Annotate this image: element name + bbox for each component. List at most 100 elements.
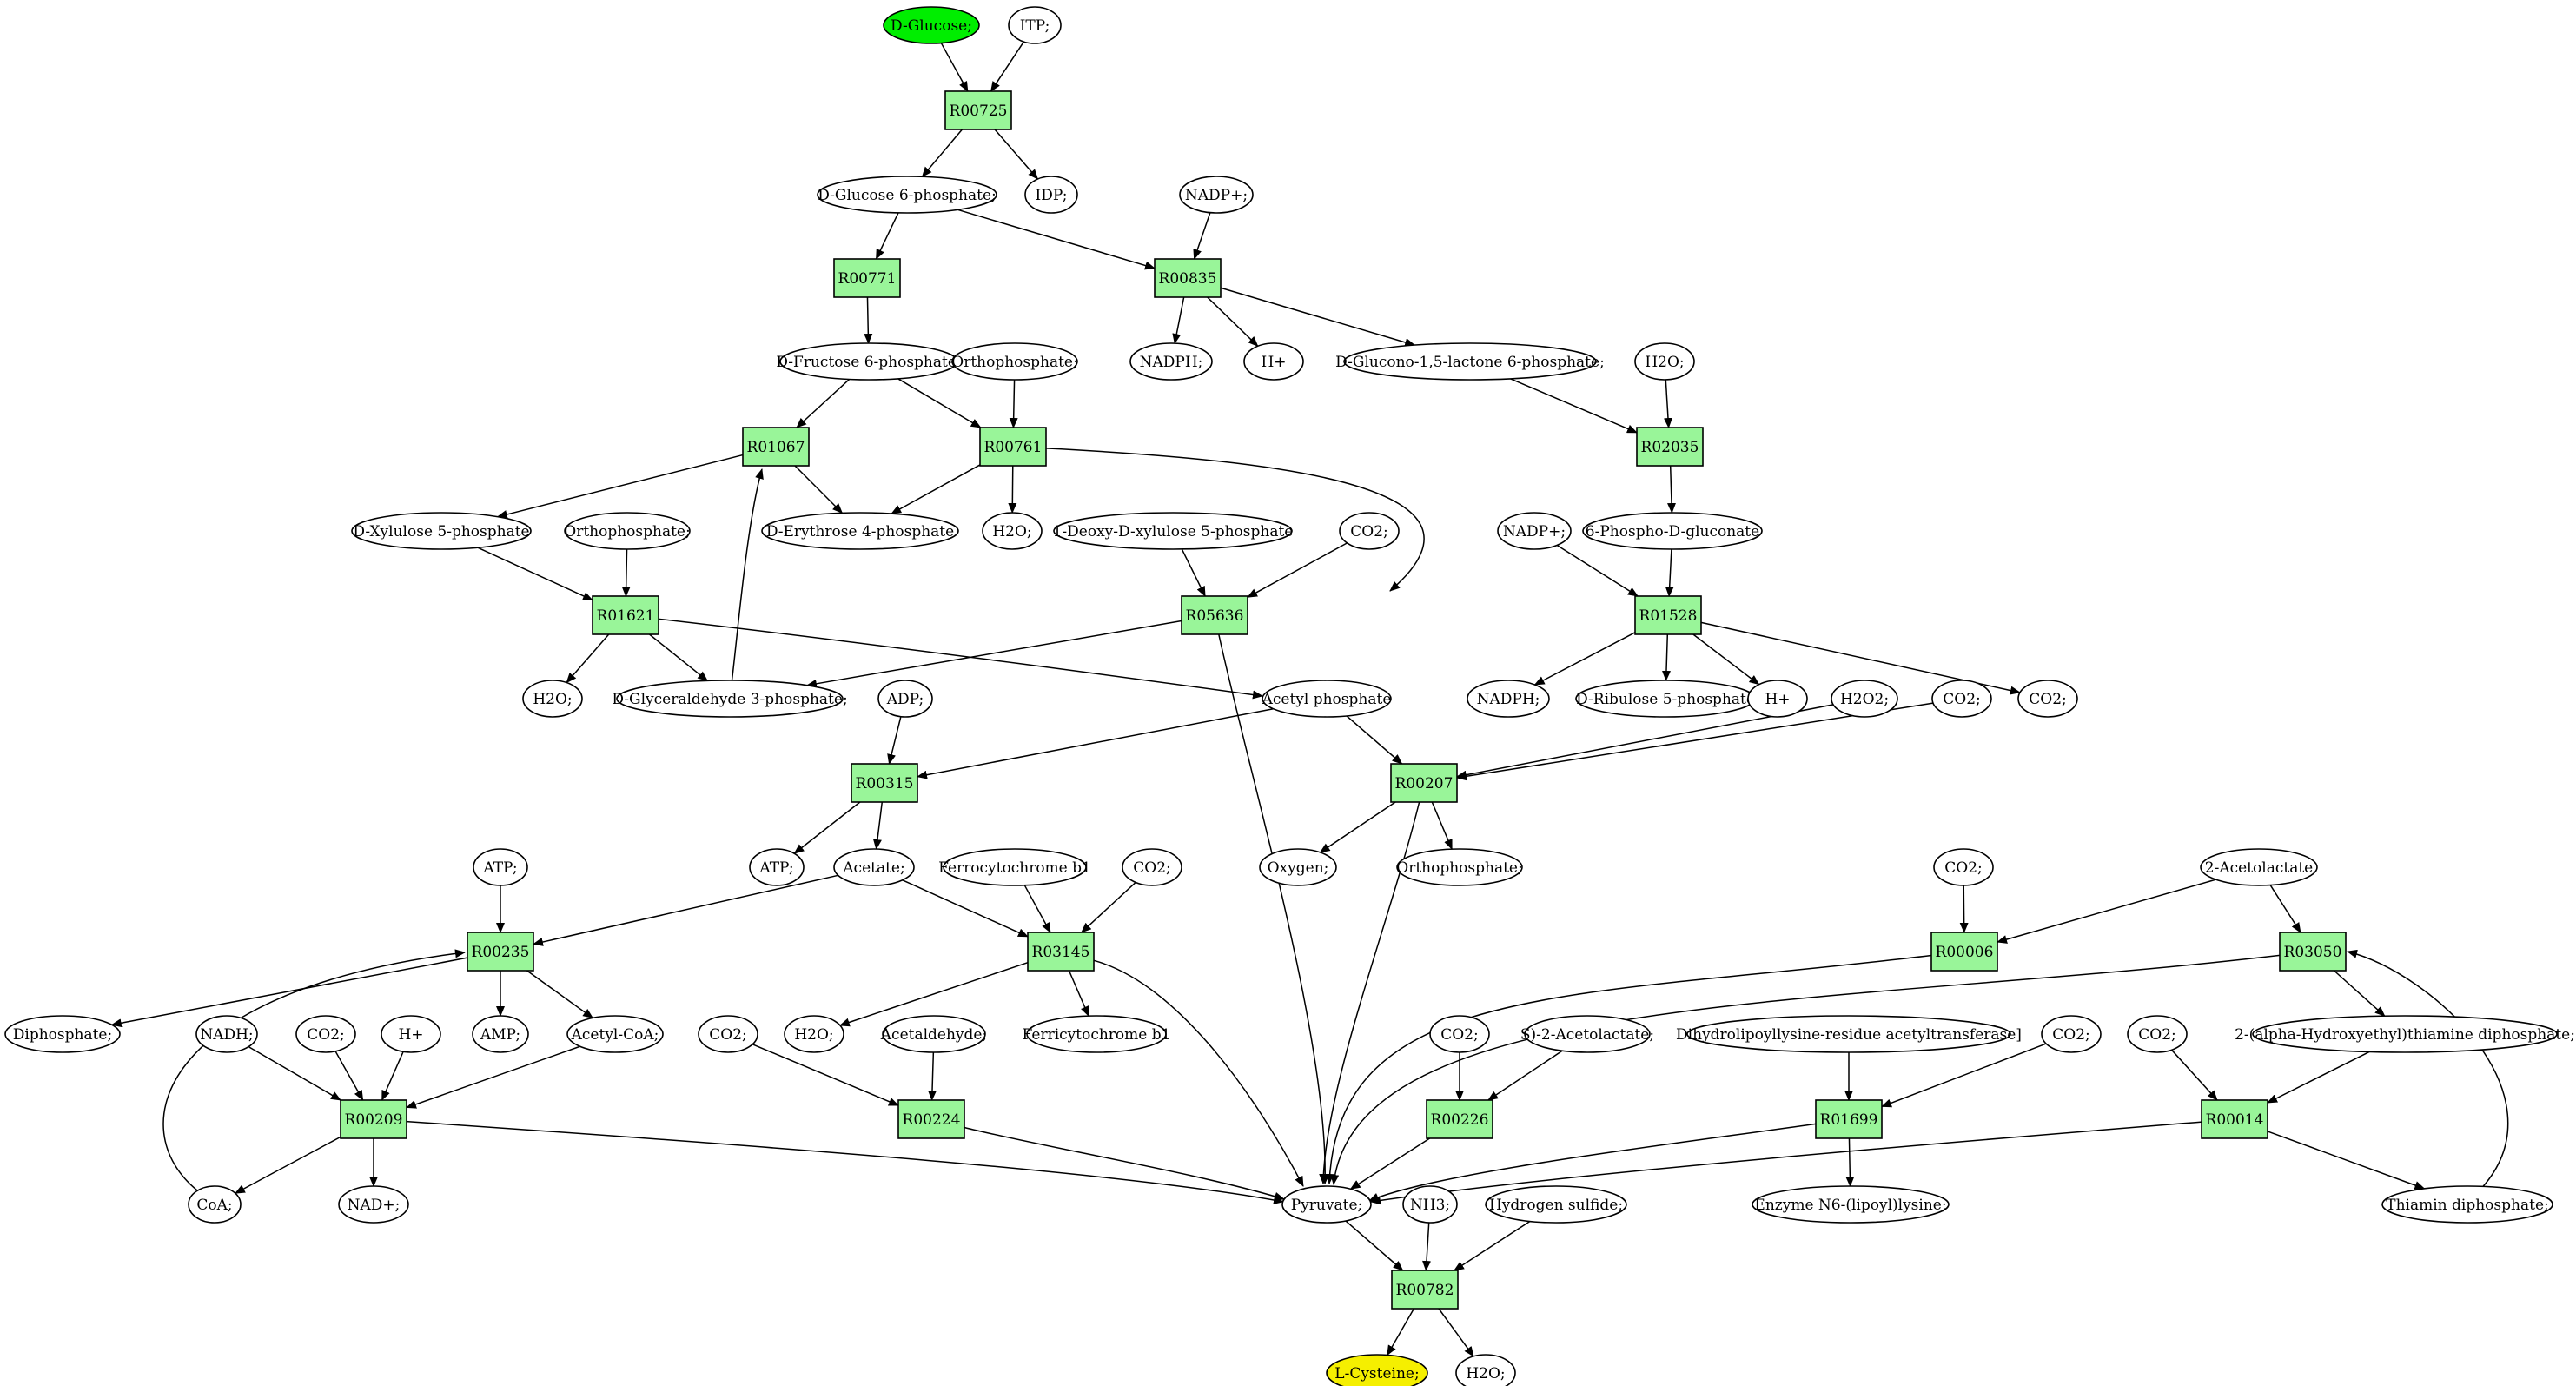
compound-node-co2_b[interactable]: CO2; bbox=[1931, 680, 1992, 718]
compound-node-lipoyllysine[interactable]: Enzyme N6-(lipoyl)lysine; bbox=[1752, 1185, 1950, 1224]
compound-node-itp[interactable]: ITP; bbox=[1008, 6, 1062, 44]
node-label: H2O; bbox=[992, 523, 1031, 540]
compound-node-deoxyxyl[interactable]: 1-Deoxy-D-xylulose 5-phosphate bbox=[1053, 512, 1294, 550]
compound-node-hydroxyethyl[interactable]: 2-(alpha-Hydroxyethyl)thiamine diphospha… bbox=[2235, 1015, 2575, 1053]
compound-node-h2s[interactable]: Hydrogen sulfide; bbox=[1485, 1185, 1627, 1224]
compound-node-nadp2[interactable]: NADP+; bbox=[1497, 512, 1572, 550]
compound-node-co2_h[interactable]: CO2; bbox=[1429, 1015, 1490, 1053]
compound-node-idp[interactable]: IDP; bbox=[1024, 176, 1078, 214]
compound-node-cysteine[interactable]: L-Cysteine; bbox=[1326, 1354, 1428, 1386]
compound-node-xylulose[interactable]: D-Xylulose 5-phosphate bbox=[351, 512, 532, 550]
compound-node-s_acetolactate[interactable]: S)-2-Acetolactate; bbox=[1520, 1015, 1654, 1053]
compound-node-acetylp[interactable]: Acetyl phosphate bbox=[1262, 680, 1392, 718]
compound-ellipse bbox=[1008, 6, 1062, 44]
compound-node-hplus3[interactable]: H+ bbox=[381, 1015, 441, 1053]
reaction-node-r05636[interactable]: R05636 bbox=[1181, 595, 1248, 635]
compound-node-coa[interactable]: CoA; bbox=[188, 1185, 242, 1224]
compound-node-co2_e[interactable]: CO2; bbox=[1933, 848, 1994, 886]
compound-node-co2_j[interactable]: CO2; bbox=[2127, 1015, 2188, 1053]
reaction-node-r02035[interactable]: R02035 bbox=[1636, 427, 1704, 467]
node-label: ITP; bbox=[1020, 17, 1050, 35]
reaction-node-r00235[interactable]: R00235 bbox=[467, 932, 534, 972]
compound-node-amp[interactable]: AMP; bbox=[472, 1015, 529, 1053]
reaction-node-r00771[interactable]: R00771 bbox=[833, 258, 901, 298]
compound-node-diphosphate[interactable]: Diphosphate; bbox=[4, 1015, 121, 1053]
compound-node-acetaldehyde[interactable]: Acetaldehyde; bbox=[880, 1015, 987, 1053]
compound-node-co2_d[interactable]: CO2; bbox=[1122, 848, 1182, 886]
reaction-node-r00006[interactable]: R00006 bbox=[1930, 932, 1998, 972]
reaction-node-r00224[interactable]: R00224 bbox=[897, 1099, 965, 1139]
node-label: Acetyl-CoA; bbox=[571, 1026, 659, 1044]
compound-node-nadp1[interactable]: NADP+; bbox=[1179, 176, 1254, 214]
edge-r01528-to-ribulose bbox=[1662, 633, 1671, 681]
compound-node-phosphogluconate[interactable]: 6-Phospho-D-gluconate bbox=[1582, 512, 1763, 550]
compound-node-orthop1[interactable]: Orthophosphate; bbox=[951, 342, 1078, 381]
compound-node-co2_c[interactable]: CO2; bbox=[2017, 680, 2078, 718]
reaction-node-r00209[interactable]: R00209 bbox=[340, 1099, 407, 1139]
compound-node-glucose[interactable]: D-Glucose; bbox=[883, 6, 980, 44]
compound-node-h2o_d[interactable]: H2O; bbox=[784, 1015, 844, 1053]
reaction-node-r00014[interactable]: R00014 bbox=[2201, 1099, 2268, 1139]
compound-node-gap[interactable]: D-Glyceraldehyde 3-phosphate; bbox=[612, 680, 848, 718]
reaction-node-r00835[interactable]: R00835 bbox=[1154, 258, 1222, 298]
compound-node-nadh[interactable]: NADH; bbox=[195, 1015, 258, 1053]
compound-node-atp1[interactable]: ATP; bbox=[749, 848, 805, 886]
compound-node-orthop2[interactable]: Orthophosphate; bbox=[564, 512, 691, 550]
compound-node-h2o_e[interactable]: H2O; bbox=[1455, 1354, 1516, 1386]
compound-ellipse bbox=[817, 176, 997, 214]
node-label: Ferricytochrome b1 bbox=[1023, 1026, 1171, 1044]
compound-node-acetate[interactable]: Acetate; bbox=[833, 848, 915, 886]
compound-node-ferricyt[interactable]: Ferricytochrome b1 bbox=[1023, 1015, 1171, 1053]
compound-node-adp[interactable]: ADP; bbox=[877, 680, 933, 718]
compound-node-h2o_a[interactable]: H2O; bbox=[1634, 342, 1695, 381]
reaction-node-r00782[interactable]: R00782 bbox=[1391, 1270, 1459, 1310]
reaction-node-r00315[interactable]: R00315 bbox=[851, 763, 918, 803]
compound-node-hplus2[interactable]: H+ bbox=[1747, 680, 1808, 718]
compound-node-nh3[interactable]: NH3; bbox=[1402, 1185, 1458, 1224]
reaction-node-r00226[interactable]: R00226 bbox=[1426, 1099, 1493, 1139]
compound-node-acetolactate2[interactable]: 2-Acetolactate bbox=[2200, 848, 2318, 886]
compound-node-h2o_b[interactable]: H2O; bbox=[982, 512, 1043, 550]
compound-node-h2o2[interactable]: H2O2; bbox=[1831, 680, 1898, 718]
compound-node-atp2[interactable]: ATP; bbox=[473, 848, 528, 886]
compound-node-f6p[interactable]: D-Fructose 6-phosphate; bbox=[776, 342, 962, 381]
reaction-node-r01699[interactable]: R01699 bbox=[1815, 1099, 1883, 1139]
compound-node-oxygen[interactable]: Oxygen; bbox=[1259, 848, 1337, 886]
reaction-node-r01067[interactable]: R01067 bbox=[742, 427, 810, 467]
compound-node-ferrocyt[interactable]: Ferrocytochrome b1 bbox=[938, 848, 1091, 886]
edge-co2_d-to-r03145 bbox=[1081, 881, 1136, 933]
edge-co2_f-to-r00209 bbox=[334, 1051, 364, 1101]
compound-node-nadph2[interactable]: NADPH; bbox=[1467, 680, 1550, 718]
compound-node-erythrose[interactable]: D-Erythrose 4-phosphate bbox=[761, 512, 959, 550]
reaction-node-r00207[interactable]: R00207 bbox=[1390, 763, 1458, 803]
compound-node-hplus1[interactable]: H+ bbox=[1243, 342, 1304, 381]
reaction-node-r01621[interactable]: R01621 bbox=[592, 595, 659, 635]
compound-node-ribulose[interactable]: D-Ribulose 5-phosphate bbox=[1575, 680, 1756, 718]
node-label: R01699 bbox=[1820, 1111, 1878, 1129]
compound-node-glucono[interactable]: D-Glucono-1,5-lactone 6-phosphate; bbox=[1335, 342, 1605, 381]
edge-r00235-to-diphosphate bbox=[110, 957, 468, 1028]
reaction-node-r03050[interactable]: R03050 bbox=[2279, 932, 2347, 972]
compound-ellipse bbox=[1281, 1185, 1372, 1224]
compound-node-co2_a[interactable]: CO2; bbox=[1339, 512, 1400, 550]
compound-node-co2_g[interactable]: CO2; bbox=[698, 1015, 758, 1053]
compound-node-nadph1[interactable]: NADPH; bbox=[1129, 342, 1213, 381]
reaction-node-r00725[interactable]: R00725 bbox=[944, 90, 1012, 130]
compound-ellipse bbox=[473, 848, 528, 886]
compound-node-dihydrolipoyl[interactable]: Dihydrolipoyllysine-residue acetyltransf… bbox=[1676, 1015, 2022, 1053]
compound-node-g6p[interactable]: D-Glucose 6-phosphate; bbox=[817, 176, 997, 214]
compound-node-co2_f[interactable]: CO2; bbox=[295, 1015, 356, 1053]
reaction-node-r01528[interactable]: R01528 bbox=[1634, 595, 1702, 635]
compound-node-thiamin[interactable]: Thiamin diphosphate; bbox=[2381, 1185, 2553, 1224]
compound-node-co2_i[interactable]: CO2; bbox=[2041, 1015, 2102, 1053]
node-label: R00771 bbox=[838, 270, 897, 288]
reaction-node-r00761[interactable]: R00761 bbox=[979, 427, 1047, 467]
compound-node-orthop3[interactable]: Orthophosphate; bbox=[1396, 848, 1523, 886]
compound-node-h2o_c[interactable]: H2O; bbox=[522, 680, 583, 718]
compound-node-acetylcoa[interactable]: Acetyl-CoA; bbox=[566, 1015, 664, 1053]
reaction-node-r03145[interactable]: R03145 bbox=[1027, 932, 1095, 972]
compound-ellipse bbox=[1402, 1185, 1458, 1224]
compound-node-nadplus[interactable]: NAD+; bbox=[338, 1185, 409, 1224]
compound-node-pyruvate[interactable]: Pyruvate; bbox=[1281, 1185, 1372, 1224]
